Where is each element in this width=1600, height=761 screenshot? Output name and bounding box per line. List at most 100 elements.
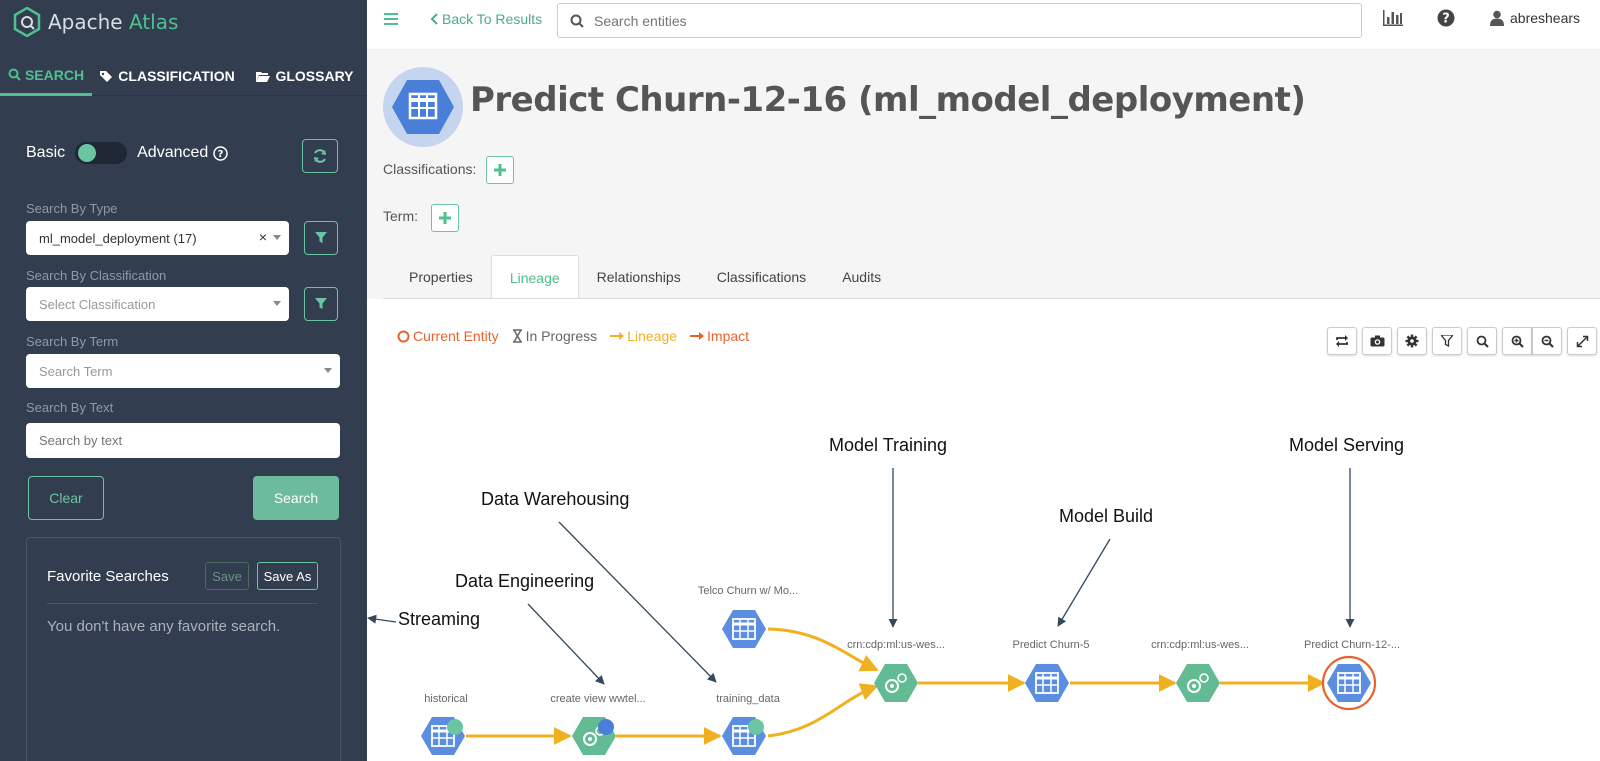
type-filter-button[interactable] [304,221,338,255]
lineage-node-predict5[interactable]: Predict Churn-5 [1012,639,1090,702]
export-image-button[interactable] [1362,327,1392,355]
user-icon [1490,10,1504,26]
brand-name: Apache Atlas [48,10,179,34]
add-term-button[interactable] [431,204,459,232]
tab-lineage[interactable]: Lineage [490,255,579,299]
term-select-placeholder: Search Term [39,363,113,379]
settings-button[interactable] [1397,327,1427,355]
save-favorite-button[interactable]: Save [205,562,249,590]
node-label: Predict Churn-5 [1012,639,1089,651]
zoom-out-button[interactable] [1532,327,1562,355]
brand[interactable]: Apache Atlas [0,0,367,44]
basic-advanced-toggle-row: Basic Advanced ? [26,142,229,164]
clear-selection-icon[interactable]: × [258,229,267,245]
chevron-down-icon [273,301,281,306]
chevron-down-icon [324,368,332,373]
statistics-icon[interactable] [1382,9,1404,27]
global-search-box[interactable] [557,3,1362,38]
annotation-model-serving: Model Serving [1289,435,1404,455]
global-search-input[interactable] [594,12,1294,29]
search-by-term-label: Search By Term [26,334,119,349]
tab-classifications[interactable]: Classifications [716,269,807,285]
favorite-searches-panel: Favorite Searches Save Save As You don't… [26,537,341,761]
help-circle-icon[interactable]: ? [213,145,229,161]
arrow-right-icon [690,332,705,340]
top-bar: Back To Results ? abreshears [367,0,1600,50]
detail-tabs: Properties Lineage Relationships Classif… [383,255,899,299]
reset-layout-button[interactable] [1327,327,1357,355]
clear-button[interactable]: Clear [28,476,104,520]
tab-glossary-label: GLOSSARY [275,68,354,84]
classification-select-placeholder: Select Classification [39,296,156,312]
classification-filter-button[interactable] [304,287,338,321]
search-by-classification-label: Search By Classification [26,268,167,283]
tab-glossary[interactable]: GLOSSARY [242,56,367,96]
chevron-down-icon [273,235,281,240]
lineage-node-crn2[interactable]: crn:cdp:ml:us-wes... [1151,639,1249,702]
search-text-input[interactable] [26,423,340,458]
refresh-icon [314,149,326,163]
lineage-node-crn1[interactable]: crn:cdp:ml:us-wes... [847,639,945,702]
folder-open-icon [256,71,271,82]
arrow-right-icon [610,332,625,340]
legend-impact-label: Impact [707,328,750,344]
lineage-node-historical[interactable]: historical [421,693,468,755]
tab-relationships[interactable]: Relationships [596,269,681,285]
search-icon [8,68,21,81]
search-icon [570,14,584,28]
tab-search-label: SEARCH [24,66,85,83]
annotation-data-engineering: Data Engineering [455,571,594,591]
annotation-arrow-data-engineering [527,603,605,685]
tag-icon [100,70,113,82]
help-icon[interactable]: ? [1437,9,1455,27]
favorite-searches-title: Favorite Searches [47,568,169,585]
node-label: historical [424,693,467,705]
fullscreen-button[interactable] [1567,327,1597,355]
type-select-value: ml_model_deployment (17) [39,230,197,246]
search-button[interactable]: Search [253,476,339,520]
entity-header: Predict Churn-12-16 (ml_model_deployment… [367,50,1600,299]
lineage-node-training-data[interactable]: training_data [716,693,781,755]
tab-classification-label: CLASSIFICATION [118,68,235,84]
favorite-searches-empty-text: You don't have any favorite search. [47,618,281,635]
tab-audits[interactable]: Audits [842,269,882,285]
tab-classification[interactable]: CLASSIFICATION [92,56,242,96]
zoom-in-icon [1511,335,1524,348]
tab-properties[interactable]: Properties [409,269,473,285]
zoom-in-button[interactable] [1502,327,1532,355]
filter-button[interactable] [1432,327,1462,355]
annotation-streaming: Streaming [398,609,480,629]
tab-search[interactable]: SEARCH [0,56,92,96]
filter-icon [1441,335,1453,347]
refresh-button[interactable] [302,139,338,173]
lineage-node-create-view[interactable]: create view wwtel... [550,693,646,755]
add-classification-button[interactable] [486,156,514,184]
lineage-node-predict12-current[interactable]: Predict Churn-12-... [1304,639,1400,711]
back-to-results-link[interactable]: Back To Results [430,11,542,27]
search-node-button[interactable] [1467,327,1497,355]
sidebar: Apache Atlas SEARCH CLASSIFICATION GLOSS… [0,0,367,761]
legend-impact: Impact [690,328,749,344]
lineage-node-telco[interactable]: Telco Churn w/ Mo... [698,585,798,648]
annotation-arrow-data-warehousing [558,521,717,683]
type-select[interactable]: ml_model_deployment (17) × [26,221,289,255]
chevron-left-icon [430,13,438,25]
legend-current-entity-label: Current Entity [413,328,499,344]
node-label: training_data [716,693,780,705]
save-as-favorite-button[interactable]: Save As [257,562,318,590]
toggle-knob [78,144,97,162]
basic-advanced-toggle[interactable] [75,142,128,164]
term-select[interactable]: Search Term [26,354,340,388]
node-label: Telco Churn w/ Mo... [698,585,798,597]
svg-text:?: ? [1442,12,1450,27]
hamburger-menu-icon[interactable] [384,12,398,26]
legend-lineage: Lineage [610,328,677,344]
user-menu[interactable]: abreshears [1490,10,1580,26]
search-by-type-label: Search By Type [26,201,118,216]
annotation-model-training: Model Training [829,435,947,455]
lineage-graph[interactable]: historical create view wwtel... training… [367,360,1600,761]
legend-in-progress-label: In Progress [525,328,598,344]
classification-select[interactable]: Select Classification [26,287,289,321]
plus-icon [494,164,506,176]
filter-icon [315,232,327,243]
